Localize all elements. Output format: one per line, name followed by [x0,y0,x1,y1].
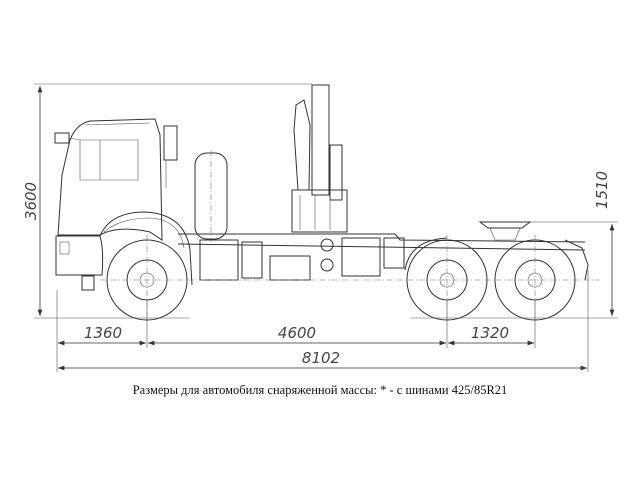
dim-rear-axle-spacing: 1320 [471,324,509,342]
dim-fifth-wheel-height: 1510 [593,171,611,209]
dim-front-overhang: 1360 [84,324,122,342]
dim-overall-length: 8102 [302,349,340,367]
truck-outline [54,84,600,325]
dimension-lines [37,86,615,371]
dim-overall-height: 3600 [22,182,40,220]
caption: Размеры для автомобиля снаряженной массы… [132,383,508,397]
dim-wheelbase: 4600 [278,324,316,342]
